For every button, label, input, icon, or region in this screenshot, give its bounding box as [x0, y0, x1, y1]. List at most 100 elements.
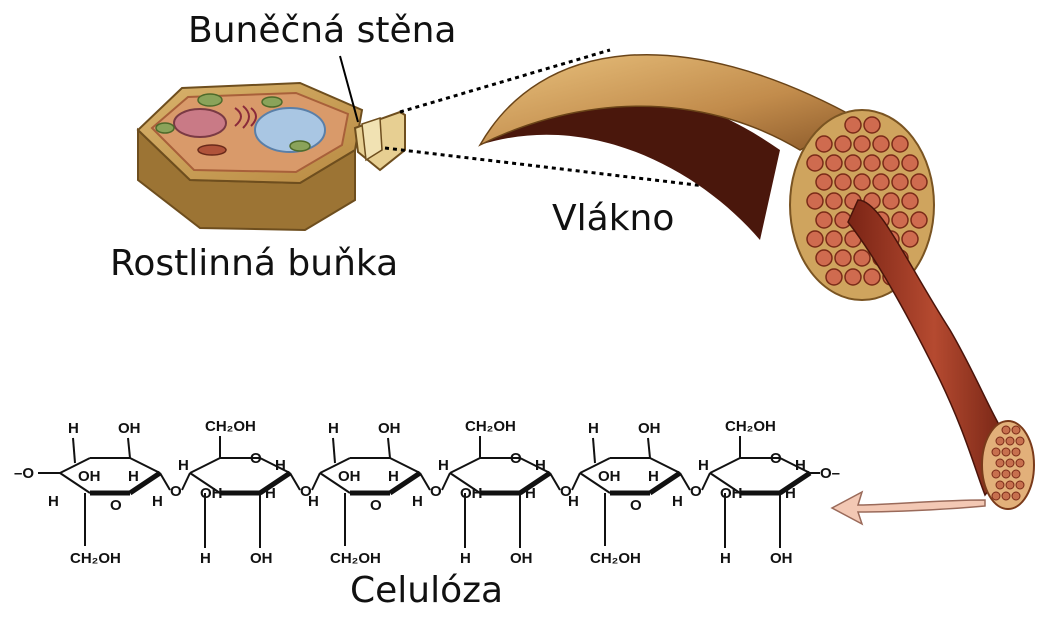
microfibril-dot: [807, 231, 823, 247]
bond: [572, 473, 580, 490]
microfibril-dot: [864, 117, 880, 133]
bond: [702, 473, 710, 490]
hydrogen: H: [48, 493, 59, 510]
label-cellulose: Celulóza: [350, 570, 503, 611]
chain-dot: [1002, 426, 1010, 434]
chain-dot: [1002, 448, 1010, 456]
chain-dot: [1002, 492, 1010, 500]
chloroplast: [290, 141, 310, 151]
hydroxyl: OH: [378, 420, 401, 437]
chain-dot: [1016, 481, 1024, 489]
hydrogen: H: [308, 493, 319, 510]
microfibril-dot: [911, 174, 927, 190]
label-plant-cell: Rostlinná buňka: [110, 243, 398, 284]
microfibril-dot: [873, 174, 889, 190]
hydrogen: H: [795, 457, 806, 474]
nucleus: [174, 109, 226, 137]
hydroxyl: OH: [118, 420, 141, 437]
microfibril-dot: [864, 269, 880, 285]
chloroplast: [198, 94, 222, 106]
bond: [648, 438, 650, 458]
hydroxyl: OH: [598, 468, 621, 485]
chain-dot: [992, 492, 1000, 500]
hydrogen: H: [460, 550, 471, 567]
bond: [550, 473, 560, 490]
microfibril-dot: [911, 212, 927, 228]
bond: [710, 458, 740, 473]
chain-dot: [1012, 448, 1020, 456]
microfibril-dot: [854, 136, 870, 152]
microfibril-dot: [807, 155, 823, 171]
hydrogen: H: [412, 493, 423, 510]
microfibril-dot: [845, 269, 861, 285]
glycosidic-oxygen: O: [430, 483, 442, 500]
bond: [442, 473, 450, 490]
hydrogen: H: [672, 493, 683, 510]
chain-dot: [1006, 437, 1014, 445]
chain-dot: [1016, 459, 1024, 467]
hydroxyl: OH: [78, 468, 101, 485]
microfibril-dot: [892, 212, 908, 228]
microfibril-dot: [835, 136, 851, 152]
microfibril-dot: [892, 174, 908, 190]
chain-dot: [996, 437, 1004, 445]
fiber: [480, 55, 934, 300]
hydrogen: H: [328, 420, 339, 437]
microfibril-dot: [816, 136, 832, 152]
microfibril-dot: [826, 193, 842, 209]
microfibril-strand: [848, 200, 1034, 509]
bond: [128, 438, 130, 458]
hydrogen: H: [200, 550, 211, 567]
chain-dot: [996, 481, 1004, 489]
bond: [73, 438, 75, 463]
hydrogen: H: [128, 468, 139, 485]
hydroxyl: OH: [720, 485, 743, 502]
hydrogen: H: [588, 420, 599, 437]
hydrogen: H: [648, 468, 659, 485]
bond: [333, 438, 335, 463]
microfibril-dot: [845, 117, 861, 133]
chain-dot: [992, 448, 1000, 456]
ring-oxygen: O: [250, 450, 262, 467]
microfibril-dot: [854, 174, 870, 190]
chain-dot: [1006, 459, 1014, 467]
hydrogen: H: [720, 550, 731, 567]
ring-oxygen: O: [510, 450, 522, 467]
microfibril-dot: [854, 250, 870, 266]
hydroxyl: OH: [338, 468, 361, 485]
bond: [190, 458, 220, 473]
microfibril-dot: [807, 193, 823, 209]
chain-dot: [1012, 470, 1020, 478]
chain-dot: [1006, 481, 1014, 489]
hydrogen: H: [68, 420, 79, 437]
chain-dot: [996, 459, 1004, 467]
glycosidic-oxygen: O: [170, 483, 182, 500]
hydrogen: H: [388, 468, 399, 485]
label-fiber: Vlákno: [552, 198, 674, 239]
microfibril-dot: [816, 250, 832, 266]
bond: [680, 473, 690, 490]
ch2oh-group: CH₂OH: [205, 418, 256, 435]
bond: [450, 458, 480, 473]
microfibril-dot: [816, 212, 832, 228]
ch2oh-group: CH₂OH: [70, 550, 121, 567]
microfibril-dot: [902, 193, 918, 209]
chain-dot: [1012, 426, 1020, 434]
microfibril-dot: [883, 155, 899, 171]
hydrogen: H: [438, 457, 449, 474]
microfibril-dot: [845, 155, 861, 171]
glycosidic-oxygen: O: [690, 483, 702, 500]
chain-dot: [1012, 492, 1020, 500]
chain-dot: [992, 470, 1000, 478]
hydrogen: H: [178, 457, 189, 474]
chain-dot: [1002, 470, 1010, 478]
microfibril-dot: [873, 136, 889, 152]
bond: [420, 473, 430, 490]
hydrogen: H: [152, 493, 163, 510]
chain-dot: [1016, 437, 1024, 445]
chain-end-right: O–: [820, 465, 840, 482]
hydrogen: H: [525, 485, 536, 502]
hydroxyl: OH: [510, 550, 533, 567]
bond: [182, 473, 190, 490]
